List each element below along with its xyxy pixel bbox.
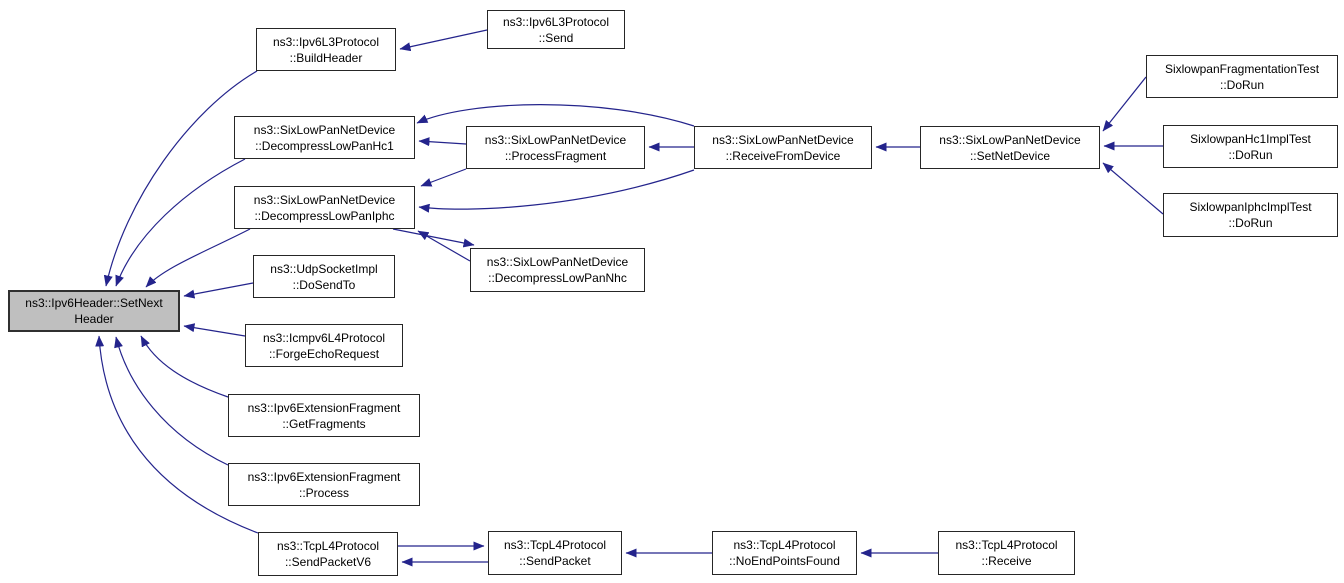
graph-node-set-net-device[interactable]: ns3::SixLowPanNetDevice::SetNetDevice [920,126,1100,169]
edge-receive-from-device-to-decompress-iphc [418,169,695,213]
node-label-line1: ns3::SixLowPanNetDevice [486,255,629,269]
graph-node-send-packet-v6[interactable]: ns3::TcpL4Protocol::SendPacketV6 [258,532,398,576]
edge-get-fragments-to-set-next-header [140,335,229,398]
graph-node-forge-echo-request[interactable]: ns3::Icmpv6L4Protocol::ForgeEchoRequest [245,324,403,367]
graph-node-build-header[interactable]: ns3::Ipv6L3Protocol::BuildHeader [256,28,396,71]
node-label-line1: ns3::SixLowPanNetDevice [253,192,396,207]
node-label-line1: ns3::Ipv6L3Protocol [272,34,380,49]
node-label-line2: ::BuildHeader [289,50,363,65]
node-label-line1: ns3::TcpL4Protocol [733,538,836,552]
graph-node-send-packet[interactable]: ns3::TcpL4Protocol::SendPacket [488,531,622,575]
node-label-line2: ::DoRun [1219,77,1265,92]
graph-node-frag-test-dorun[interactable]: SixlowpanFragmentationTest::DoRun [1146,55,1338,98]
node-label-line2: ::Process [298,485,349,500]
node-label-line2: ::SendPacketV6 [284,555,372,569]
node-label-line2: ::DoRun [1228,147,1273,162]
edge-receive-from-device-to-decompress-hc1 [416,104,695,127]
node-label-line1: ns3::Ipv6ExtensionFragment [247,400,401,415]
edge-frag-test-dorun-to-set-net-device [1102,76,1147,132]
node-label-line2: ::DecompressLowPanIphc [254,208,395,223]
edge-do-send-to-to-set-next-header [183,282,254,299]
edge-decompress-nhc-to-decompress-iphc [417,230,471,262]
graph-node-iphc-test-dorun[interactable]: SixlowpanIphcImplTest::DoRun [1163,193,1338,237]
edge-ext-process-to-set-next-header [114,336,229,466]
graph-node-hc1-test-dorun[interactable]: SixlowpanHc1ImplTest::DoRun [1163,125,1338,168]
graph-node-no-end-points-found[interactable]: ns3::TcpL4Protocol::NoEndPointsFound [712,531,857,575]
edge-decompress-hc1-to-set-next-header [115,158,246,287]
graph-node-ext-process[interactable]: ns3::Ipv6ExtensionFragment::Process [228,463,420,506]
graph-node-get-fragments[interactable]: ns3::Ipv6ExtensionFragment::GetFragments [228,394,420,437]
graph-node-decompress-nhc[interactable]: ns3::SixLowPanNetDevice::DecompressLowPa… [470,248,645,292]
node-label-line2: ::SetNetDevice [969,148,1051,163]
node-label-line2: ::ReceiveFromDevice [725,148,841,163]
node-label-line1: SixlowpanHc1ImplTest [1190,131,1311,146]
node-label-line1: SixlowpanFragmentationTest [1164,61,1320,76]
edge-group [95,29,1164,567]
graph-node-ipv6-send[interactable]: ns3::Ipv6L3Protocol::Send [487,10,625,49]
edge-ipv6-send-to-build-header [399,29,488,52]
node-label-line2: ::DoRun [1228,216,1273,230]
node-label-line1: ns3::TcpL4Protocol [503,538,607,552]
node-label-line1: ns3::Ipv6L3Protocol [502,14,610,29]
graph-node-decompress-iphc[interactable]: ns3::SixLowPanNetDevice::DecompressLowPa… [234,186,415,229]
node-label-line2: Header [74,312,114,326]
edge-process-fragment-to-decompress-iphc [420,168,467,187]
node-label-line2: ::ForgeEchoRequest [268,346,380,361]
node-label-line2: ::DoSendTo [292,277,356,292]
graph-node-tcp-receive[interactable]: ns3::TcpL4Protocol::Receive [938,531,1075,575]
node-label-line2: ::DecompressLowPanHc1 [255,138,394,153]
node-label-line1: ns3::Ipv6Header::SetNext [25,296,163,310]
graph-node-process-fragment[interactable]: ns3::SixLowPanNetDevice::ProcessFragment [466,126,645,169]
node-label-line1: ns3::SixLowPanNetDevice [484,132,627,147]
node-label-line1: ns3::TcpL4Protocol [955,538,1058,552]
node-label-line2: ::ProcessFragment [504,148,607,163]
node-label-line1: SixlowpanIphcImplTest [1189,200,1312,214]
node-label-line2: ::DecompressLowPanNhc [488,271,627,285]
edge-send-packet-v6-to-set-next-header [95,335,259,534]
graph-node-decompress-hc1[interactable]: ns3::SixLowPanNetDevice::DecompressLowPa… [234,116,415,159]
edge-build-header-to-set-next-header [103,70,258,287]
edge-decompress-iphc-to-set-next-header [145,228,251,288]
node-label-line1: ns3::SixLowPanNetDevice [939,132,1081,147]
edge-decompress-iphc-to-decompress-nhc [392,228,475,248]
node-label-line1: ns3::SixLowPanNetDevice [253,122,396,137]
node-label-line1: ns3::Icmpv6L4Protocol [262,330,386,345]
node-label-line1: ns3::UdpSocketImpl [270,261,378,276]
node-label-line2: ::SendPacket [519,554,591,568]
edge-forge-echo-request-to-set-next-header [183,323,246,337]
edge-iphc-test-dorun-to-set-net-device [1102,162,1164,215]
node-label-line1: ns3::TcpL4Protocol [276,539,380,553]
node-label-line2: ::NoEndPointsFound [729,554,840,568]
node-label-line2: ::GetFragments [282,416,366,431]
graph-node-receive-from-device[interactable]: ns3::SixLowPanNetDevice::ReceiveFromDevi… [694,126,872,169]
node-label-line2: ::Send [538,30,574,45]
node-label-line1: ns3::SixLowPanNetDevice [712,132,854,147]
node-label-line2: ::Receive [981,554,1032,568]
edge-process-fragment-to-decompress-hc1 [418,137,467,147]
graph-node-do-send-to[interactable]: ns3::UdpSocketImpl::DoSendTo [253,255,395,298]
node-label-line1: ns3::Ipv6ExtensionFragment [247,469,401,484]
